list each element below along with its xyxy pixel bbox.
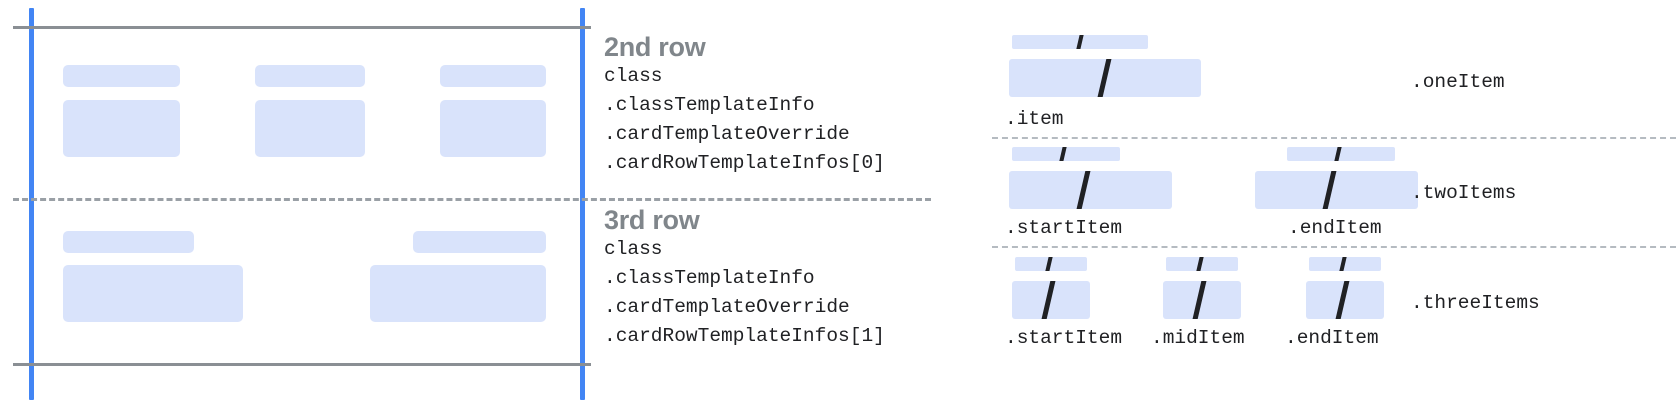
item-cell (1009, 35, 1201, 110)
item-cell (1306, 257, 1384, 332)
item-body-bar (1012, 281, 1090, 319)
row-info-title: 2nd row (604, 32, 706, 62)
item-caption-bar (1015, 257, 1087, 271)
row-info-code-line: .cardTemplateOverride (604, 296, 850, 318)
slash-icon (1044, 257, 1054, 271)
left-guide-rail-start (29, 8, 34, 400)
item-cell (1009, 147, 1172, 222)
item-caption-bar (1287, 147, 1395, 161)
caption-block (440, 65, 546, 87)
row-info-second: 2nd row class .classTemplateInfo .cardTe… (604, 32, 885, 178)
slash-icon (1338, 257, 1348, 271)
slash-icon (1076, 171, 1091, 209)
row-info-code-line: .cardTemplateOverride (604, 123, 850, 145)
item-caption-bar (1166, 257, 1238, 271)
slash-icon (1058, 147, 1068, 161)
slash-icon (1097, 59, 1112, 97)
item-caption-bar (1012, 35, 1148, 49)
item-cell (1012, 257, 1090, 332)
slash-icon (1192, 281, 1207, 319)
left-guide-rail-end (580, 8, 585, 400)
group-divider-dotted-line (992, 246, 1676, 248)
body-block (63, 265, 243, 322)
slash-icon (1322, 171, 1337, 209)
row-info-code-line: .cardRowTemplateInfos[0] (604, 152, 885, 174)
item-label: .midItem (1151, 327, 1245, 349)
item-body-bar (1009, 171, 1172, 209)
body-block (255, 100, 365, 157)
card-top-rule (13, 26, 591, 29)
slash-icon (1041, 281, 1056, 319)
item-cell (1255, 147, 1418, 222)
item-body-bar (1306, 281, 1384, 319)
row-info-code-line: class (604, 65, 663, 87)
body-block (370, 265, 546, 322)
body-block (440, 100, 546, 157)
item-label: .endItem (1285, 327, 1379, 349)
item-label: .startItem (1005, 217, 1123, 239)
card-bottom-rule (13, 363, 591, 366)
body-block (63, 100, 180, 157)
slash-icon (1335, 281, 1350, 319)
row-info-code-line: .classTemplateInfo (604, 94, 815, 116)
group-divider-dotted-line (992, 137, 1676, 139)
row-info-code-line: .cardRowTemplateInfos[1] (604, 325, 885, 347)
row-info-title: 3rd row (604, 205, 700, 235)
caption-block (413, 231, 546, 253)
item-body-bar (1163, 281, 1241, 319)
item-caption-bar (1309, 257, 1381, 271)
item-caption-bar (1012, 147, 1120, 161)
caption-block (63, 231, 194, 253)
slash-icon (1195, 257, 1205, 271)
item-label: .item (1005, 108, 1064, 130)
group-label: .threeItems (1411, 292, 1540, 314)
caption-block (63, 65, 180, 87)
item-label: .endItem (1288, 217, 1382, 239)
group-label: .oneItem (1411, 71, 1505, 93)
item-body-bar (1255, 171, 1418, 209)
item-label: .startItem (1005, 327, 1123, 349)
caption-block (255, 65, 365, 87)
row-separator-dashed-line (13, 198, 931, 201)
slash-icon (1333, 147, 1343, 161)
row-info-code-line: .classTemplateInfo (604, 267, 815, 289)
slash-icon (1075, 35, 1085, 49)
row-info-third: 3rd row class .classTemplateInfo .cardTe… (604, 205, 885, 351)
group-label: .twoItems (1411, 182, 1517, 204)
item-cell (1163, 257, 1241, 332)
item-body-bar (1009, 59, 1201, 97)
row-info-code-line: class (604, 238, 663, 260)
